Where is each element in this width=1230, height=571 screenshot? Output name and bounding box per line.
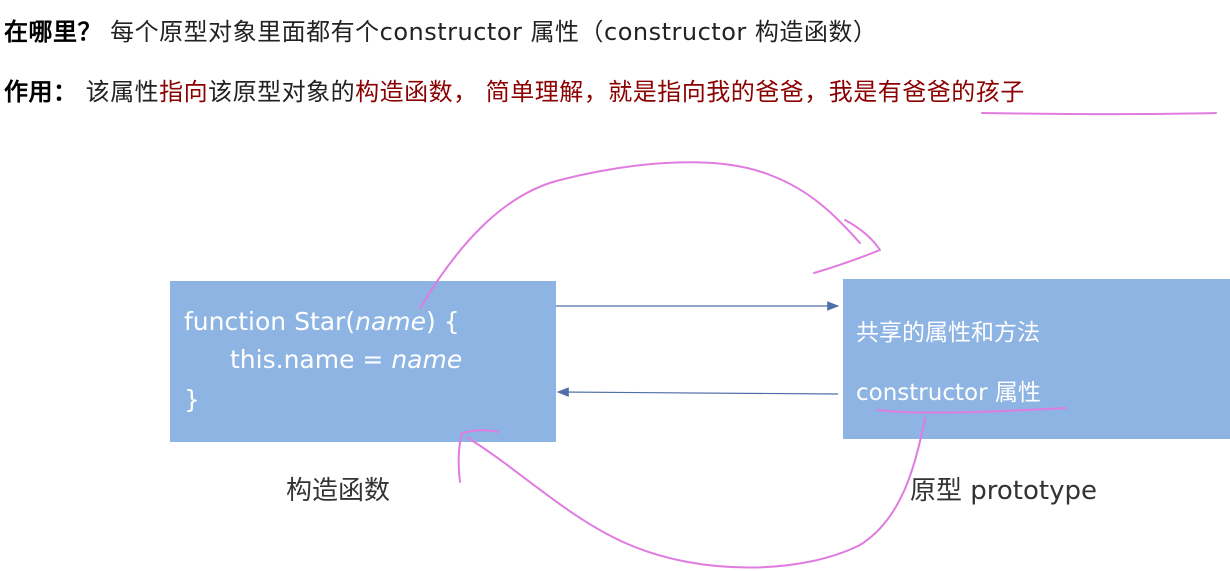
purpose-seg-1: 该属性 <box>85 78 160 106</box>
where-line: 在哪里？ 每个原型对象里面都有个constructor 属性（construct… <box>4 12 877 47</box>
curve-arrow-top-head <box>813 219 881 274</box>
arrow-to-constructor <box>556 387 839 397</box>
prototype-shared-text: 共享的属性和方法 <box>856 320 1040 346</box>
purpose-line: 作用： 该属性指向该原型对象的构造函数， 简单理解，就是指向我的爸爸，我是有爸爸… <box>4 72 1025 107</box>
code-line-1: function Star(name) { <box>184 307 460 336</box>
code-line-3: } <box>184 385 200 414</box>
purpose-seg-3: 该原型对象的 <box>208 78 356 106</box>
code-line-2-prefix: this.name = <box>230 345 392 374</box>
underline-annotation <box>981 112 1217 116</box>
code-line-2: this.name = name <box>230 345 462 374</box>
purpose-label: 作用： <box>4 78 78 106</box>
code-line-1-prefix: function Star( <box>184 307 356 336</box>
caption-constructor: 构造函数 <box>286 476 391 506</box>
prototype-constructor-text: constructor 属性 <box>856 380 1041 406</box>
purpose-seg-2: 指向 <box>159 78 209 106</box>
code-line-1-suffix: ) { <box>426 307 460 336</box>
code-line-2-value: name <box>391 345 463 374</box>
prototype-box: 共享的属性和方法 constructor 属性 <box>843 279 1230 439</box>
caption-prototype: 原型 prototype <box>910 476 1097 506</box>
where-label: 在哪里？ <box>4 18 102 46</box>
constructor-function-box: function Star(name) { this.name = name } <box>170 281 556 442</box>
code-line-1-param: name <box>355 307 426 336</box>
purpose-seg-4: 构造函数， 简单理解，就是指向我的爸爸，我是有爸爸的孩子 <box>355 78 1025 106</box>
where-text: 每个原型对象里面都有个constructor 属性（constructor 构造… <box>110 18 878 46</box>
